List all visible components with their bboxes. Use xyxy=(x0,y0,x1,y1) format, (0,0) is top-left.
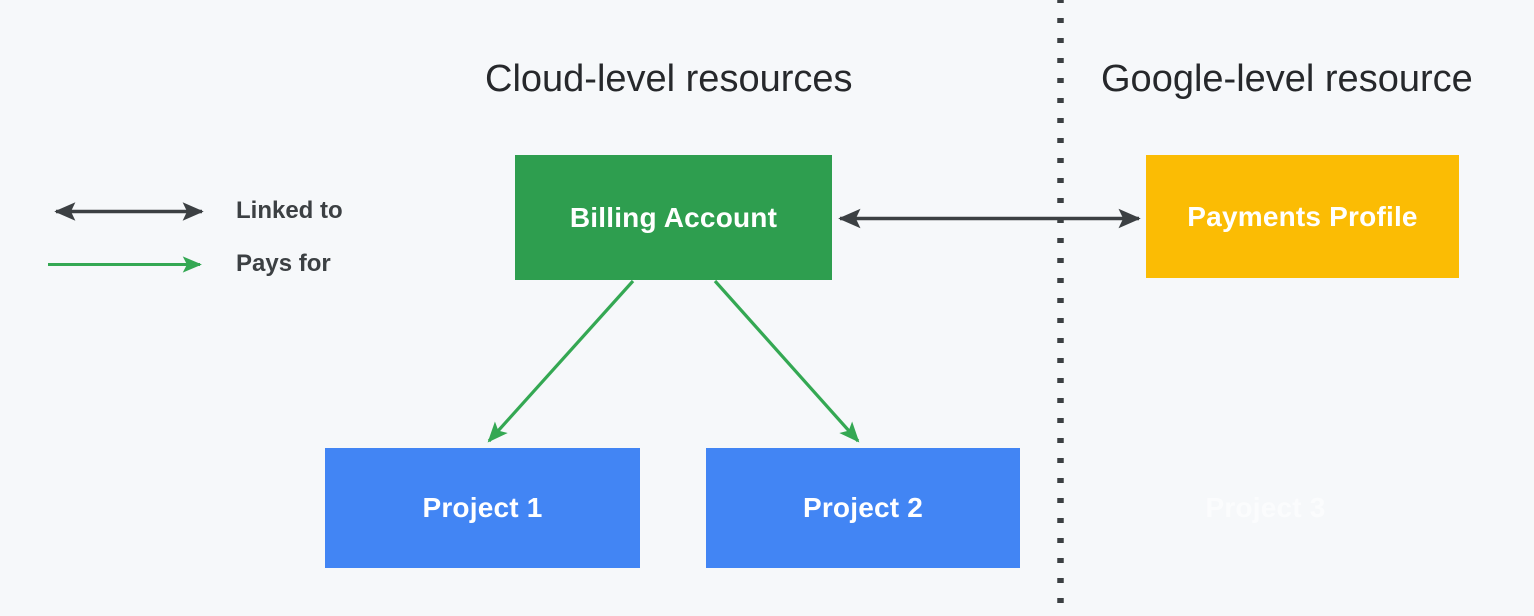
node-project-1[interactable]: Project 1 xyxy=(325,448,640,568)
node-payments-profile[interactable]: Payments Profile xyxy=(1146,155,1459,278)
node-project-3: Project 3 xyxy=(1205,492,1326,523)
legend-label-pays-for: Pays for xyxy=(236,250,331,277)
edge-billing-to-project-1 xyxy=(487,279,635,443)
heading-google-level-resource: Google-level resource xyxy=(1101,58,1473,100)
heading-cloud-level-resources: Cloud-level resources xyxy=(485,58,853,100)
node-billing-account[interactable]: Billing Account xyxy=(515,155,832,280)
edge-billing-to-project-2 xyxy=(713,279,860,443)
legend-label-linked-to: Linked to xyxy=(236,197,343,224)
node-project-2[interactable]: Project 2 xyxy=(706,448,1020,568)
